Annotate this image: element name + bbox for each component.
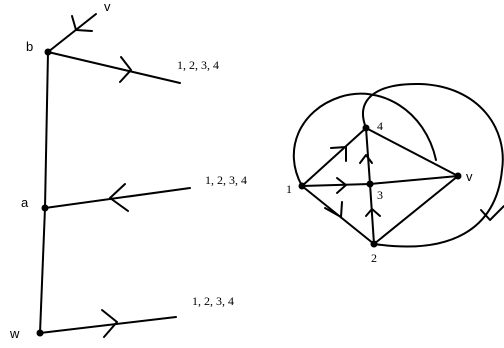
label-a: a (21, 195, 29, 210)
edge-1-4 (301, 127, 367, 187)
edge-a-right (44, 187, 191, 209)
arrow-4-3 (359, 154, 373, 164)
arrow-loop-right (480, 205, 504, 221)
edge-a-w (39, 207, 46, 334)
edge-3-v (369, 175, 459, 185)
left-figure: v b a w 1, 2, 3, 4 1, 2, 3, 4 1, 2, 3, 4 (9, 0, 247, 341)
arrow-b-right (119, 56, 132, 83)
edge-b-right (47, 51, 181, 84)
arrow-a-right (109, 183, 129, 212)
arrow-3-2 (365, 208, 381, 217)
arrow-1-4 (330, 146, 347, 162)
edge-3-2 (369, 183, 375, 245)
label-2: 2 (371, 251, 377, 265)
loop-4-2 (362, 82, 504, 248)
label-1: 1 (286, 182, 292, 196)
edge-label-a: 1, 2, 3, 4 (205, 173, 247, 187)
edge-4-3 (365, 127, 371, 185)
node-3 (366, 180, 374, 188)
edge-label-b: 1, 2, 3, 4 (177, 58, 219, 72)
arrow-1-2 (324, 201, 343, 218)
node-b (44, 48, 52, 56)
edge-2-v (373, 175, 459, 245)
node-2 (370, 240, 378, 248)
label-4: 4 (377, 119, 383, 133)
node-w (36, 329, 44, 337)
arrow-w-right (101, 309, 118, 338)
edge-b-a (44, 51, 49, 209)
arrow-1-3 (336, 177, 347, 194)
label-b: b (26, 39, 33, 54)
edge-b-v (47, 13, 97, 53)
label-w: w (9, 326, 20, 341)
node-4 (362, 124, 370, 132)
right-figure: 1 4 3 2 v (286, 82, 504, 265)
edge-1-3 (301, 183, 371, 187)
label-v-left: v (104, 0, 111, 14)
edge-label-w: 1, 2, 3, 4 (192, 294, 234, 308)
label-v-right: v (466, 169, 473, 184)
arrow-b-v (71, 15, 93, 32)
edge-w-right (39, 316, 177, 334)
loop-1-4 (292, 92, 437, 187)
label-3: 3 (377, 188, 383, 202)
node-1 (298, 182, 306, 190)
edge-4-v (365, 127, 459, 177)
node-a (41, 204, 49, 212)
node-v-right (454, 172, 462, 180)
